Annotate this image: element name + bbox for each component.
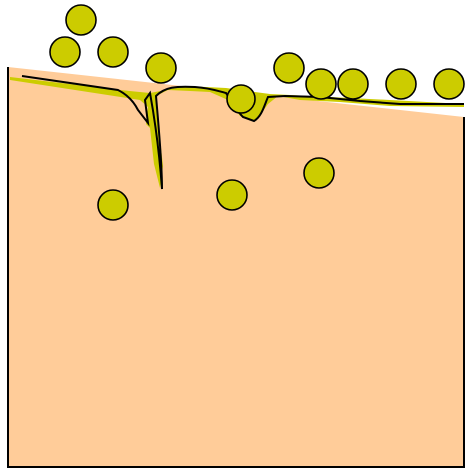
embedded-particle bbox=[217, 180, 247, 210]
particle bbox=[306, 69, 336, 99]
particle bbox=[338, 69, 368, 99]
embedded-particle bbox=[304, 158, 334, 188]
particle bbox=[50, 37, 80, 67]
particle bbox=[386, 69, 416, 99]
substrate-block bbox=[8, 67, 464, 467]
particle bbox=[66, 5, 96, 35]
embedded-particle bbox=[98, 190, 128, 220]
particle bbox=[227, 85, 255, 113]
particle bbox=[146, 53, 176, 83]
particle bbox=[98, 37, 128, 67]
particle bbox=[274, 53, 304, 83]
particle bbox=[434, 69, 464, 99]
